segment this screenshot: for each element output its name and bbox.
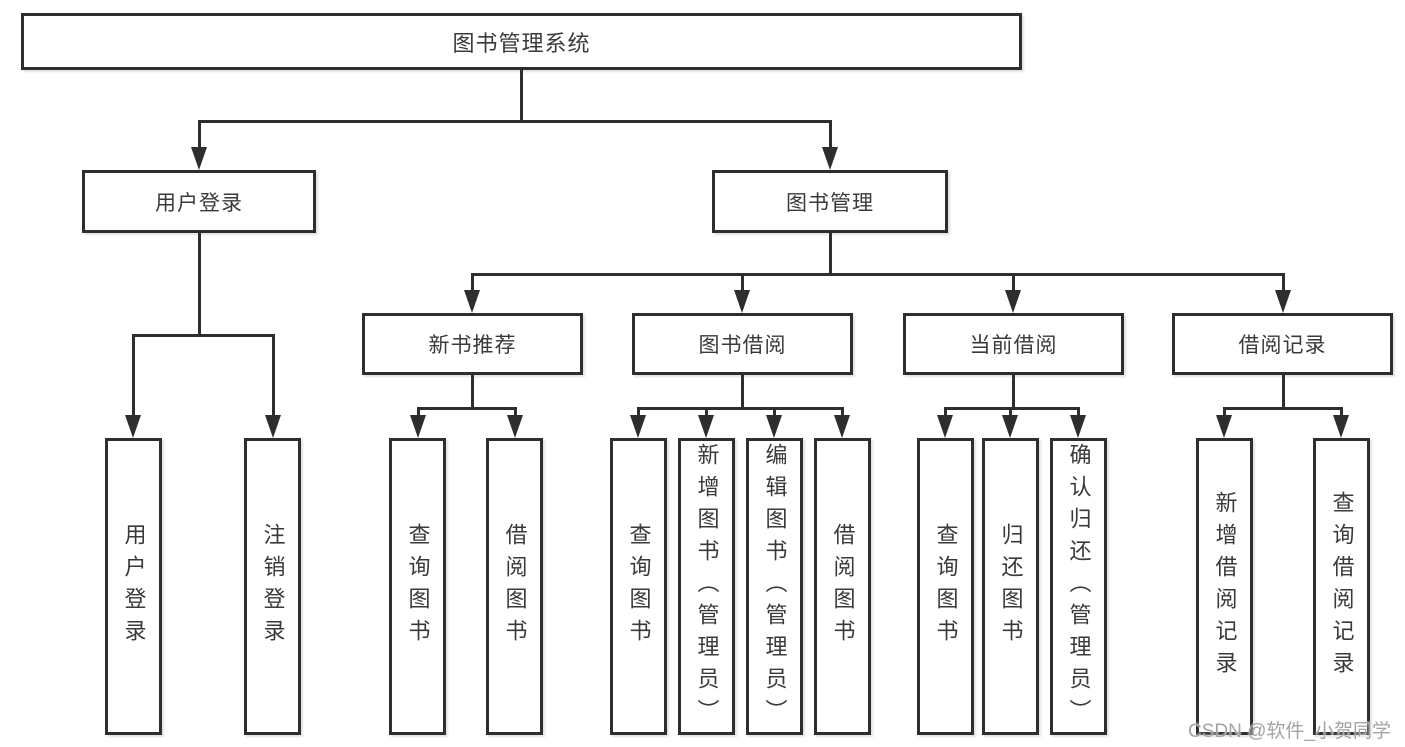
node-label: 归还图书 (998, 522, 1024, 651)
connector-leaf (514, 407, 517, 418)
connector-book-mgmt-split (471, 273, 1285, 276)
connector-to-book-management (829, 120, 832, 150)
connector-br-stub (1282, 375, 1285, 410)
connector-br-split (1223, 407, 1343, 410)
leaf-query-borrow-record: 查询借阅记录 (1313, 438, 1370, 735)
leaf-return-books: 归还图书 (982, 438, 1039, 735)
node-new-book-recommend: 新书推荐 (362, 313, 583, 375)
node-label: 确认归还（管理员） (1066, 442, 1092, 731)
leaf-add-book-admin: 新增图书（管理员） (678, 438, 735, 735)
leaf-query-books-borrow: 查询图书 (610, 438, 667, 735)
arrowhead-icon (1002, 415, 1018, 438)
arrowhead-icon (1333, 415, 1349, 438)
connector-to-current-borrowing (1012, 273, 1015, 293)
connector-leaf (637, 407, 640, 418)
connector-nbr-split (417, 407, 517, 410)
node-label: 注销登录 (260, 522, 286, 651)
connector-leaf (1077, 407, 1080, 418)
node-label: 借阅图书 (502, 522, 528, 651)
leaf-user-login: 用户登录 (105, 438, 162, 735)
connector-leaf (841, 407, 844, 418)
node-borrowing-records: 借阅记录 (1172, 313, 1393, 375)
arrowhead-icon (834, 415, 850, 438)
connector-root-split (198, 120, 832, 123)
arrowhead-icon (507, 415, 523, 438)
leaf-logout: 注销登录 (244, 438, 301, 735)
connector-cb-stub (1012, 375, 1015, 410)
arrowhead-icon (630, 415, 646, 438)
node-user-login: 用户登录 (82, 170, 316, 233)
node-label: 图书管理 (786, 191, 874, 215)
arrowhead-icon (464, 290, 480, 313)
node-label: 用户登录 (121, 522, 147, 651)
connector-to-new-book-recommend (471, 273, 474, 293)
connector-user-login-split (132, 334, 275, 337)
leaf-query-books-current: 查询图书 (917, 438, 974, 735)
node-label: 用户登录 (155, 191, 243, 215)
arrowhead-icon (937, 415, 953, 438)
node-label: 编辑图书（管理员） (762, 442, 788, 731)
connector-to-leaf-user-login (132, 334, 135, 418)
connector-root-stub (520, 70, 523, 122)
connector-leaf (705, 407, 708, 418)
node-label: 图书借阅 (698, 334, 787, 357)
connector-to-borrowing-records (1282, 273, 1285, 293)
connector-user-login-stub (198, 233, 201, 337)
connector-to-leaf-logout (272, 334, 275, 418)
arrowhead-icon (1216, 415, 1232, 438)
node-label: 新增借阅记录 (1212, 490, 1238, 683)
arrowhead-icon (1275, 290, 1291, 313)
node-label: 查询图书 (405, 522, 431, 651)
node-label: 查询借阅记录 (1329, 490, 1355, 683)
csdn-watermark: CSDN @软件_小贺同学 (1188, 721, 1391, 742)
node-label: 新书推荐 (428, 334, 517, 357)
arrowhead-icon (410, 415, 426, 438)
leaf-edit-book-admin: 编辑图书（管理员） (746, 438, 803, 735)
node-book-borrowing: 图书借阅 (632, 313, 853, 375)
arrowhead-icon (1070, 415, 1086, 438)
connector-to-user-login (198, 120, 201, 150)
leaf-borrow-books: 借阅图书 (814, 438, 871, 735)
arrowhead-icon (265, 415, 281, 438)
node-label: 新增图书（管理员） (694, 442, 720, 731)
connector-cb-split (944, 407, 1080, 410)
connector-leaf (1340, 407, 1343, 418)
connector-bb-split (637, 407, 844, 410)
connector-leaf (1009, 407, 1012, 418)
node-label: 借阅记录 (1238, 334, 1327, 357)
leaf-add-borrow-record: 新增借阅记录 (1196, 438, 1253, 735)
arrowhead-icon (125, 415, 141, 438)
connector-leaf (1223, 407, 1226, 418)
node-label: 图书管理系统 (452, 30, 591, 56)
arrowhead-icon (822, 147, 838, 170)
leaf-borrow-books-recommend: 借阅图书 (486, 438, 543, 735)
node-current-borrowing: 当前借阅 (903, 313, 1124, 375)
arrowhead-icon (1005, 290, 1021, 313)
node-label: 查询图书 (933, 522, 959, 651)
connector-leaf (417, 407, 420, 418)
arrowhead-icon (191, 147, 207, 170)
connector-to-book-borrowing (741, 273, 744, 293)
node-label: 借阅图书 (830, 522, 856, 651)
node-book-management: 图书管理 (712, 170, 948, 233)
arrowhead-icon (766, 415, 782, 438)
connector-leaf (773, 407, 776, 418)
leaf-confirm-return-admin: 确认归还（管理员） (1050, 438, 1107, 735)
leaf-query-books-recommend: 查询图书 (389, 438, 446, 735)
connector-nbr-stub (471, 375, 474, 410)
arrowhead-icon (698, 415, 714, 438)
node-root-library-system: 图书管理系统 (21, 13, 1022, 70)
node-label: 当前借阅 (969, 334, 1058, 357)
arrowhead-icon (734, 290, 750, 313)
connector-book-mgmt-stub (829, 233, 832, 276)
connector-leaf (944, 407, 947, 418)
connector-bb-stub (741, 375, 744, 410)
node-label: 查询图书 (626, 522, 652, 651)
